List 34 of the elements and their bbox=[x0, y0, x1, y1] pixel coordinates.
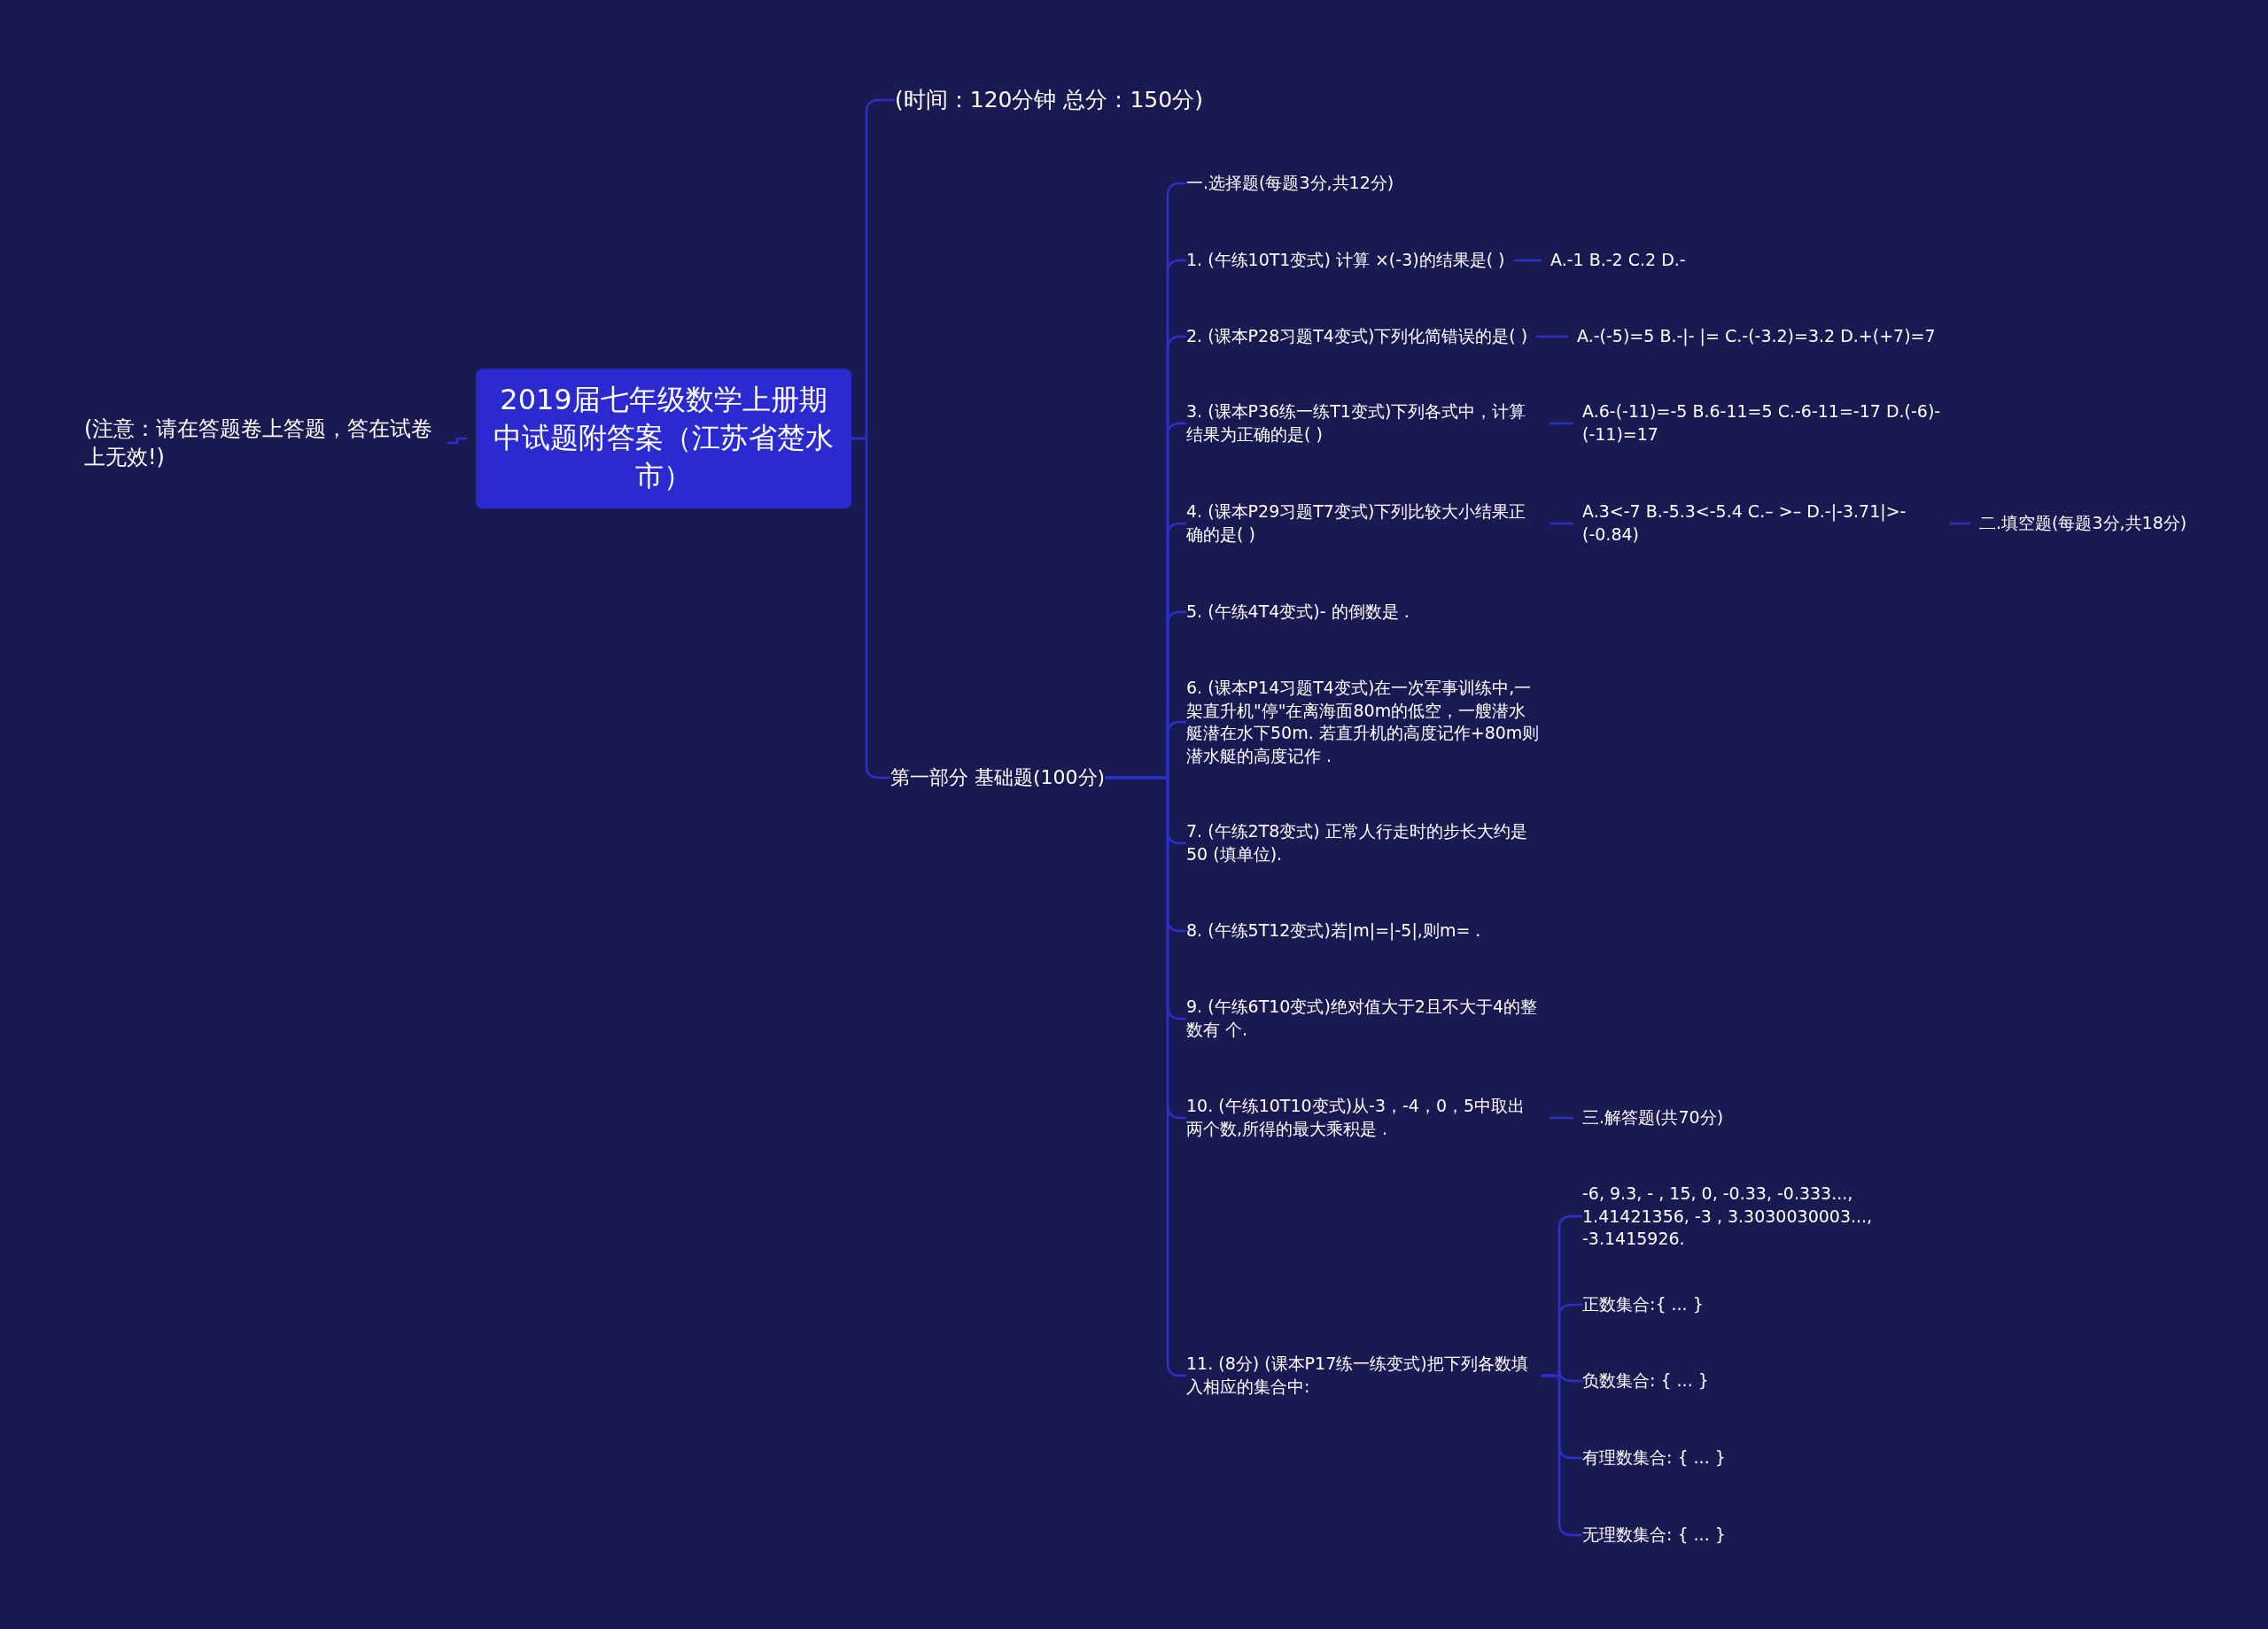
connector-line bbox=[1950, 522, 1970, 525]
topic-text: 8. (午练5T12变式)若|m|=|-5|,则m= . bbox=[1186, 919, 1481, 942]
topic-text: 二.填空题(每题3分,共18分) bbox=[1979, 512, 2187, 535]
topic-text: A.3<-7 B.-5.3<-5.4 C.– >– D.-|-3.71|>-(-0.84) bbox=[1582, 500, 1941, 547]
topic-text: 5. (午练4T4变式)- 的倒数是 . bbox=[1186, 601, 1410, 624]
topic-text: A.-(-5)=5 B.-|- |= C.-(-3.2)=3.2 D.+(+7)=7 bbox=[1577, 325, 1936, 348]
topic-text: 第一部分 基础题(100分) bbox=[890, 764, 1106, 791]
connector-line bbox=[1513, 259, 1542, 262]
topic-text: 负数集合: { ... } bbox=[1582, 1369, 1709, 1392]
topic-text: A.-1 B.-2 C.2 D.- bbox=[1550, 249, 1686, 272]
connector-line bbox=[1536, 335, 1568, 338]
topic-text: 6. (课本P14习题T4变式)在一次军事训练中,一架直升机"停"在离海面80m的低空，一艘潜水艇潜在水下50m. 若直升机的高度记作+80m则潜水艇的高度记作 . bbox=[1186, 676, 1541, 768]
topic-text: 无理数集合: { ... } bbox=[1582, 1524, 1726, 1547]
topic-text: -6, 9.3, - , 15, 0, -0.33, -0.333..., 1.41421356, -3 , 3.3030030003..., -3.1415926. bbox=[1582, 1182, 1941, 1251]
topic-text: 10. (午练10T10变式)从-3，-4，0，5中取出两个数,所得的最大乘积是 . bbox=[1186, 1095, 1541, 1141]
connector-line bbox=[1550, 422, 1573, 425]
topic-text: 7. (午练2T8变式) 正常人行走时的步长大约是50 (填单位). bbox=[1186, 820, 1541, 866]
topic-text: 4. (课本P29习题T7变式)下列比较大小结果正确的是( ) bbox=[1186, 500, 1541, 547]
connector-line bbox=[1550, 522, 1573, 525]
connector-line bbox=[447, 437, 467, 445]
topic-text: 3. (课本P36练一练T1变式)下列各式中，计算结果为正确的是( ) bbox=[1186, 400, 1541, 446]
topic-text: (时间：120分钟 总分：150分) bbox=[895, 85, 1203, 115]
topic-text: A.6-(-11)=-5 B.6-11=5 C.-6-11=-17 D.(-6)-(-11)=17 bbox=[1582, 400, 1941, 446]
topic-text: 2. (课本P28习题T4变式)下列化简错误的是( ) bbox=[1186, 325, 1528, 348]
topic-text: 有理数集合: { ... } bbox=[1582, 1447, 1726, 1470]
topic-text: 11. (8分) (课本P17练一练变式)把下列各数填入相应的集合中: bbox=[1186, 1353, 1541, 1399]
topic-text: 1. (午练10T1变式) 计算 ×(-3)的结果是( ) bbox=[1186, 249, 1505, 272]
connector-line bbox=[1550, 1116, 1573, 1120]
topic-text: (注意：请在答题卷上答题，答在试卷上无效!) bbox=[84, 414, 439, 472]
central-topic-box: 2019届七年级数学上册期中试题附答案（江苏省楚水市） bbox=[476, 368, 851, 508]
topic-text: 一.选择题(每题3分,共12分) bbox=[1186, 172, 1394, 195]
topic-text: 正数集合:{ ... } bbox=[1582, 1293, 1704, 1316]
topic-text: 三.解答题(共70分) bbox=[1582, 1106, 1724, 1129]
topic-text: 9. (午练6T10变式)绝对值大于2且不大于4的整数有 个. bbox=[1186, 996, 1541, 1042]
